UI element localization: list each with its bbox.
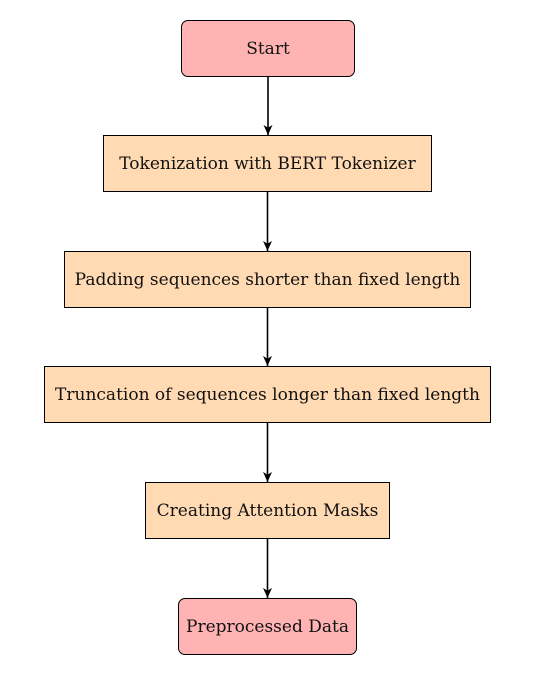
node-padding-label: Padding sequences shorter than fixed len… — [74, 269, 461, 290]
node-attention-masks: Creating Attention Masks — [145, 482, 390, 539]
node-preprocessed-data-label: Preprocessed Data — [186, 616, 349, 637]
node-start: Start — [181, 20, 355, 77]
node-start-label: Start — [246, 38, 290, 59]
node-tokenization-label: Tokenization with BERT Tokenizer — [119, 153, 416, 174]
node-padding: Padding sequences shorter than fixed len… — [64, 251, 471, 308]
node-attention-masks-label: Creating Attention Masks — [156, 500, 379, 521]
node-tokenization: Tokenization with BERT Tokenizer — [103, 135, 432, 192]
node-truncation: Truncation of sequences longer than fixe… — [44, 366, 491, 423]
node-truncation-label: Truncation of sequences longer than fixe… — [55, 384, 480, 405]
node-preprocessed-data: Preprocessed Data — [178, 598, 357, 655]
